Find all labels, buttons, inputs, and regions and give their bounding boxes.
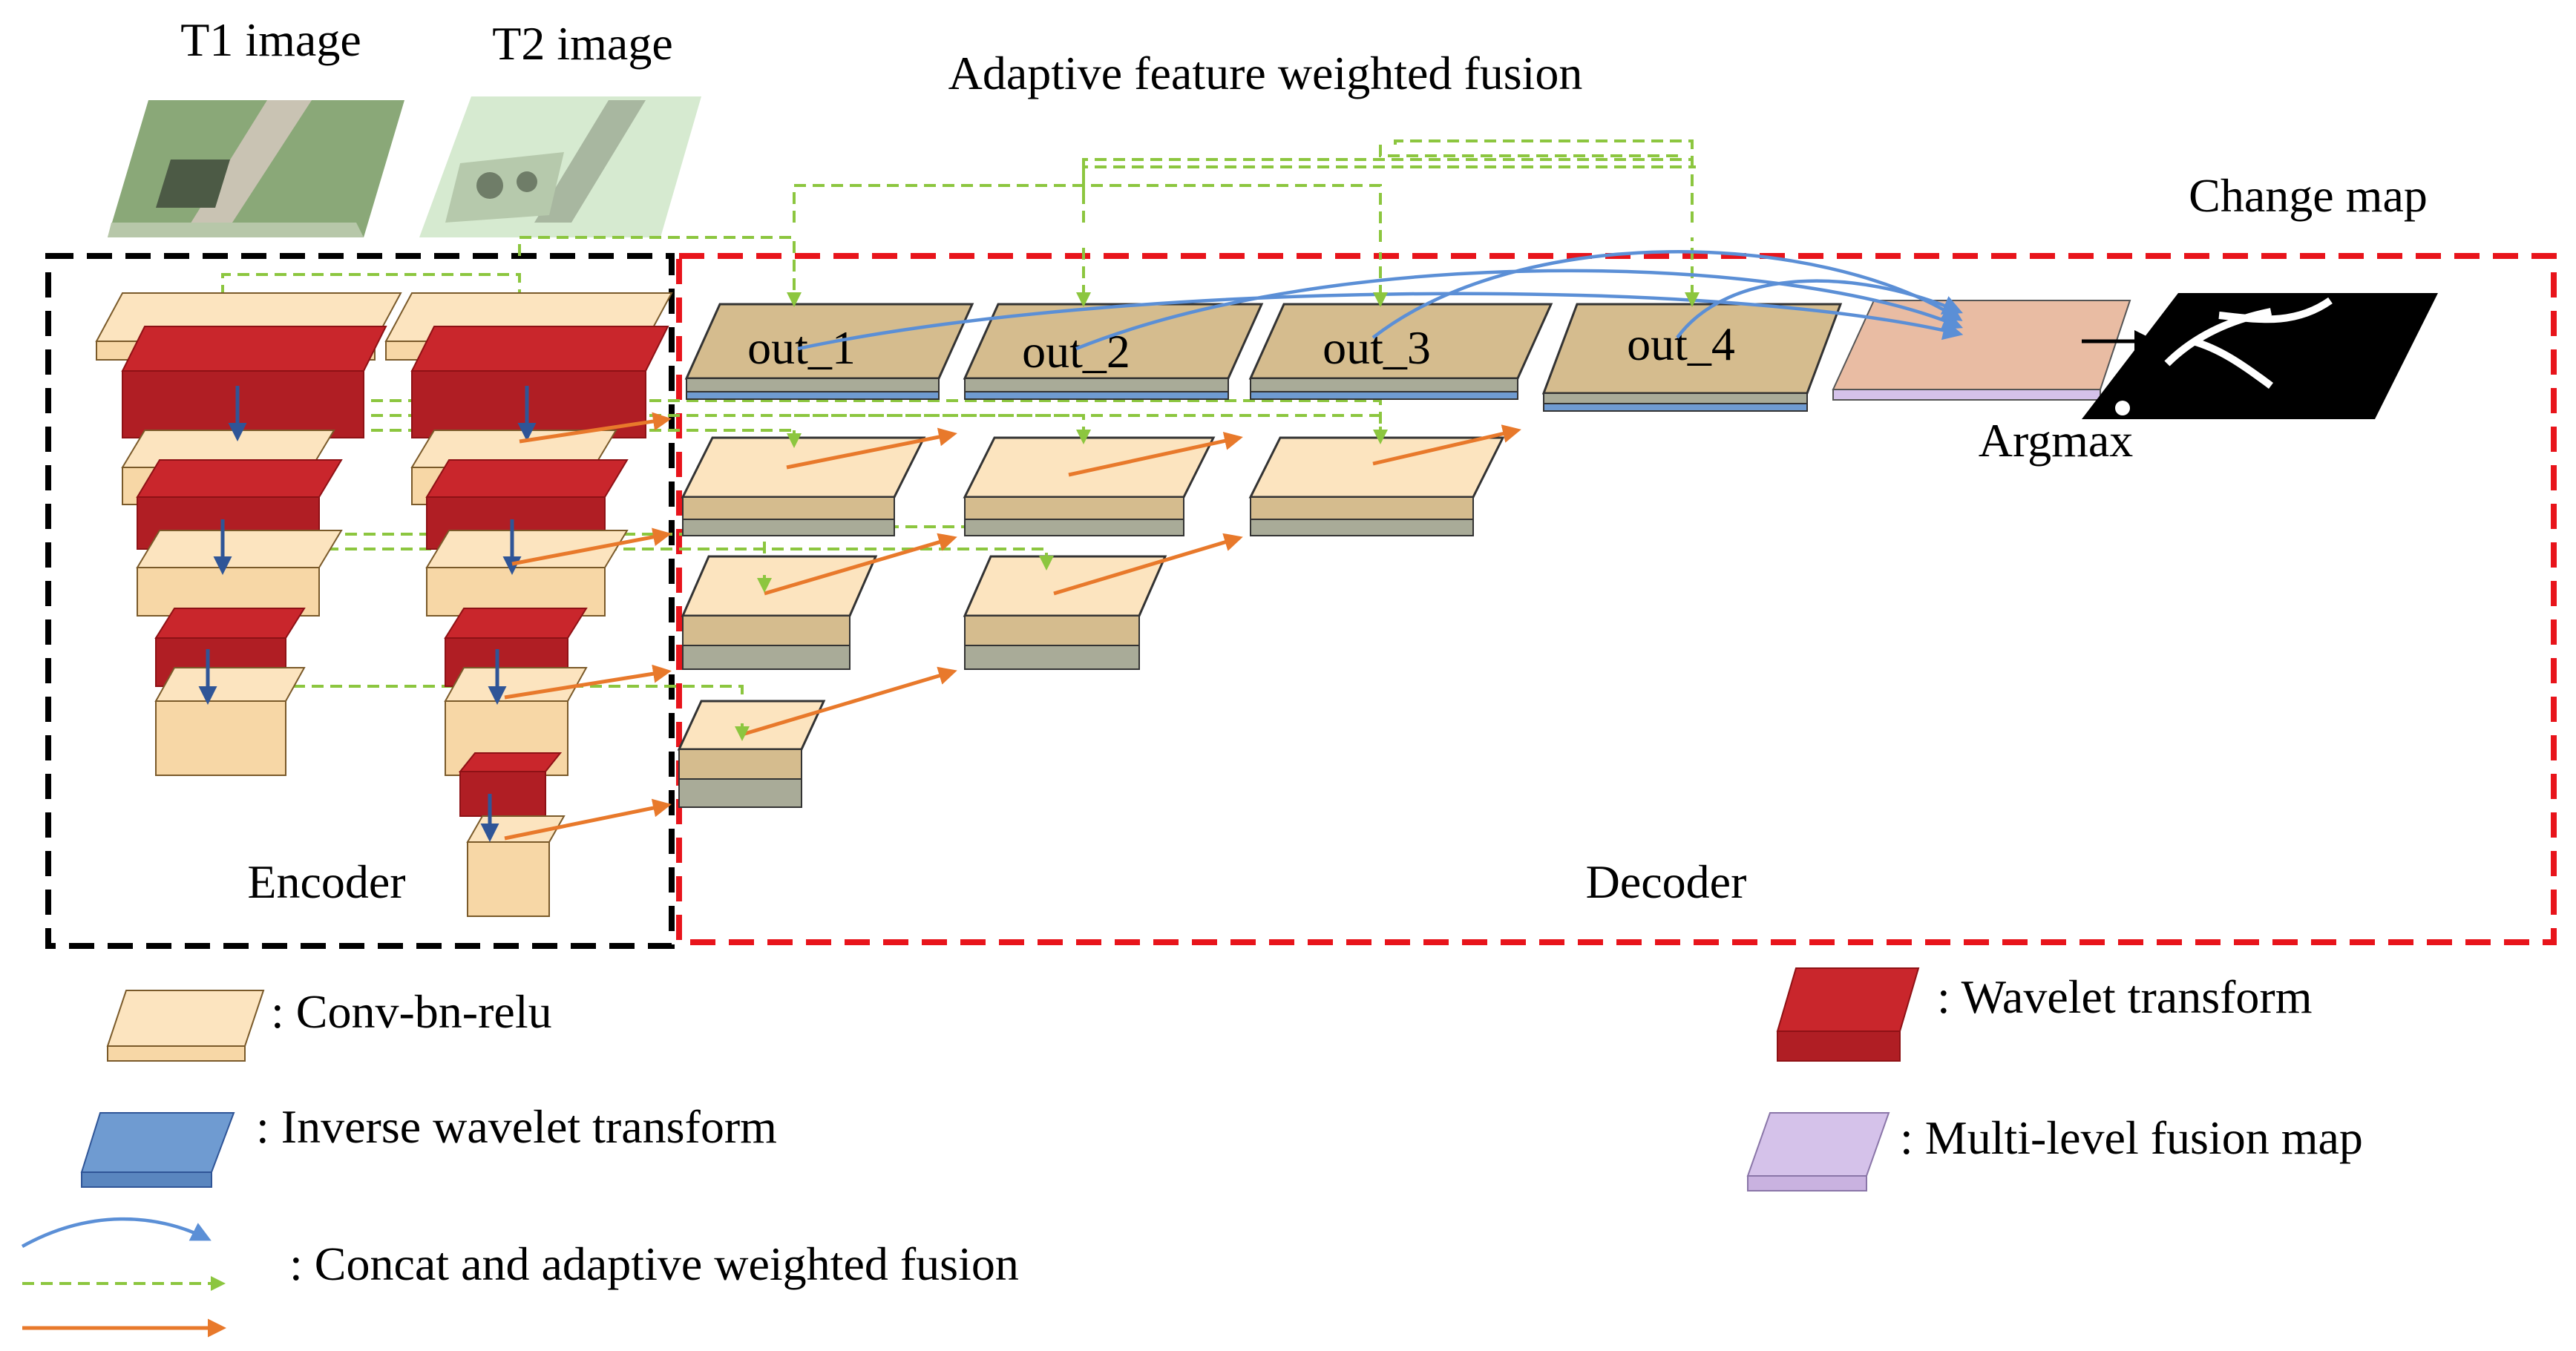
- decoder-block-2-3: [1248, 436, 1505, 536]
- change-map-image: [2082, 293, 2438, 419]
- t1-label: T1 image: [180, 13, 361, 66]
- decoder-block-4-1: [677, 700, 826, 808]
- legend-conv-swatch: [106, 990, 265, 1062]
- t1-conv-block-4: [154, 667, 306, 776]
- encoder-frame: [45, 253, 675, 949]
- decoder-lower-blocks: [677, 436, 1505, 808]
- legend-iwt-label: : Inverse wavelet transform: [256, 1100, 777, 1153]
- legend-iwt-swatch: [80, 1112, 235, 1188]
- legend-wavelet-swatch: [1776, 967, 1920, 1062]
- encoder-branch-t2: [384, 292, 673, 917]
- diagram-title: Adaptive feature weighted fusion: [948, 47, 1583, 99]
- legend-conv-label: : Conv-bn-relu: [271, 985, 552, 1038]
- skip-arrowheads: [735, 292, 1700, 741]
- fusion-arcs: [797, 250, 1964, 351]
- out-3-label: out_3: [1323, 321, 1431, 374]
- legend-fusion-label: : Multi-level fusion map: [1900, 1111, 2363, 1164]
- t2-wavelet-block-1: [410, 326, 669, 438]
- change-map-label: Change map: [2189, 169, 2428, 222]
- t1-wavelet-block-2: [136, 459, 343, 550]
- decoder-label: Decoder: [1586, 855, 1747, 908]
- argmax-label: Argmax: [1979, 414, 2134, 467]
- upsampling-arrows: [504, 412, 1521, 841]
- legend-blue-arc: [21, 1217, 212, 1248]
- t1-conv-block-3: [136, 530, 343, 617]
- legend-fusion-swatch: [1746, 1112, 1890, 1191]
- t2-label: T2 image: [492, 17, 672, 70]
- decoder-block-2-1: [681, 436, 926, 536]
- encoder-label: Encoder: [247, 855, 405, 908]
- t2-image: [419, 96, 701, 237]
- t2-conv-block-5: [466, 815, 566, 917]
- out-3-block: [1248, 303, 1553, 400]
- legend-wavelet-label: : Wavelet transform: [1937, 970, 2313, 1023]
- t1-wavelet-block-1: [121, 326, 387, 438]
- t1-image: [108, 100, 404, 237]
- decoder-block-2-2: [963, 436, 1216, 536]
- fused-map-block: [1832, 300, 2131, 401]
- out-2-label: out_2: [1022, 325, 1130, 378]
- legend: [21, 967, 1920, 1338]
- encoder-branch-t1: [95, 292, 402, 776]
- decoder-block-3-1: [681, 555, 878, 670]
- out-4-label: out_4: [1627, 318, 1735, 370]
- t2-conv-block-3: [425, 530, 629, 617]
- decoder-block-3-2: [963, 555, 1167, 670]
- t2-wavelet-block-4: [458, 752, 563, 817]
- legend-concat-label: : Concat and adaptive weighted fusion: [289, 1237, 1019, 1290]
